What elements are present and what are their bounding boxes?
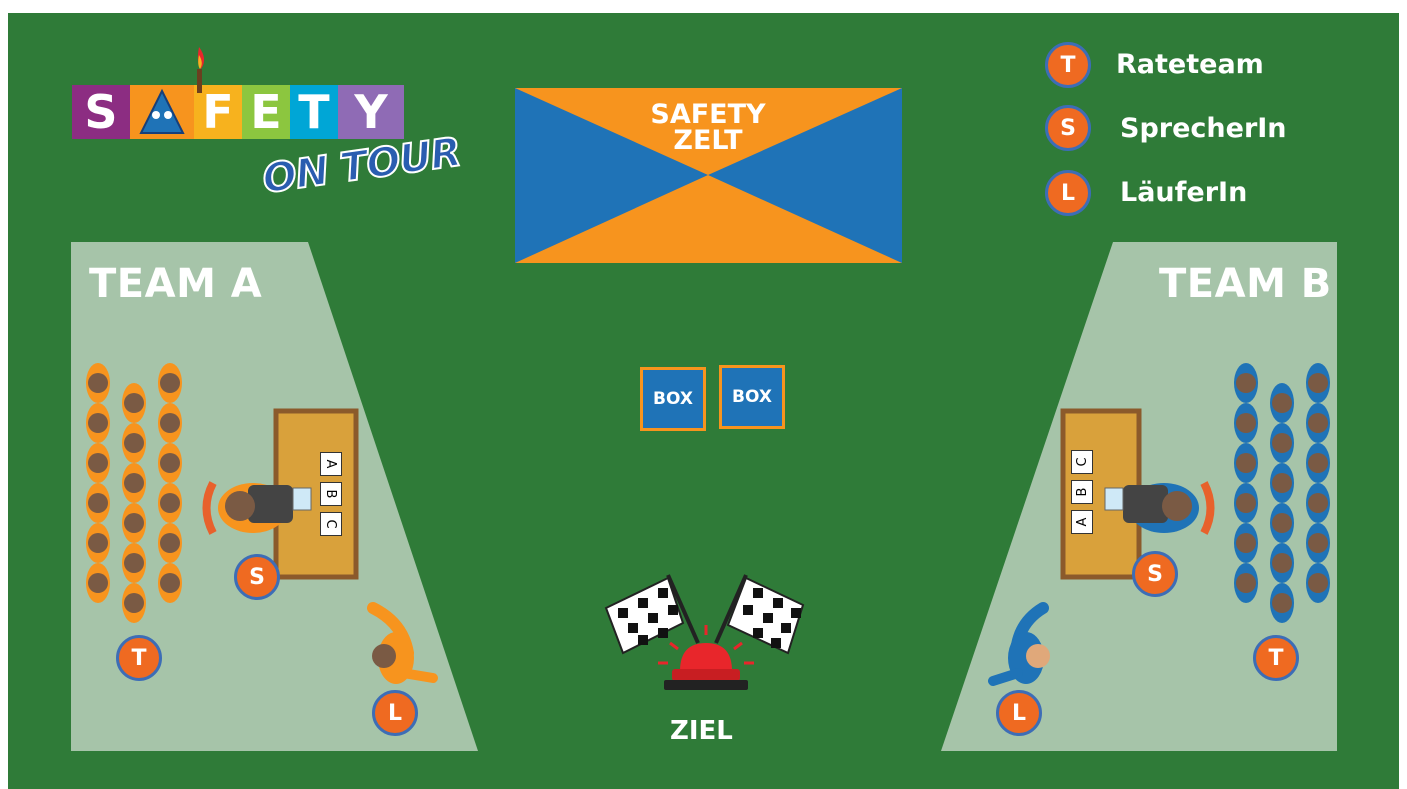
- logo-letter-s: S: [72, 85, 130, 139]
- guessing-team-member: [86, 483, 110, 523]
- team-b-card-a: A: [1071, 510, 1093, 534]
- guessing-team-member: [1234, 563, 1258, 603]
- guessing-team-member: [1306, 443, 1330, 483]
- guessing-team-member: [86, 523, 110, 563]
- team-a-runner-marker: L: [372, 690, 418, 736]
- finish-siren: [658, 625, 754, 690]
- team-a-card-c: C: [320, 512, 342, 536]
- tent-label-line1: SAFETY: [628, 101, 788, 128]
- guessing-team-member: [158, 443, 182, 483]
- guessing-team-member: [1234, 363, 1258, 403]
- legend-label-sprecherin: SprecherIn: [1120, 113, 1287, 144]
- guessing-team-member: [122, 503, 146, 543]
- team-b-title: TEAM B: [1159, 261, 1332, 307]
- logo-letter-t: T: [290, 85, 338, 139]
- guessing-team-member: [86, 403, 110, 443]
- finish-label: ZIEL: [670, 716, 733, 746]
- guessing-team-member: [86, 563, 110, 603]
- guessing-team-member: [1234, 443, 1258, 483]
- guessing-team-member: [1270, 543, 1294, 583]
- guessing-team-member: [1306, 403, 1330, 443]
- legend-s-marker: S: [1045, 105, 1091, 151]
- guessing-team-member: [158, 363, 182, 403]
- torch-icon: [184, 45, 214, 95]
- guessing-team-member: [158, 483, 182, 523]
- team-a-speaker-marker: S: [234, 554, 280, 600]
- guessing-team-member: [122, 463, 146, 503]
- team-b-runner-marker: L: [996, 690, 1042, 736]
- guessing-team-member: [1270, 423, 1294, 463]
- team-a-guessing-team-marker: T: [116, 635, 162, 681]
- team-b-card-c: C: [1071, 450, 1093, 474]
- team-b-guessing-team-marker: T: [1253, 635, 1299, 681]
- guessing-team-member: [122, 383, 146, 423]
- guessing-team-member: [1270, 583, 1294, 623]
- guessing-team-member: [122, 543, 146, 583]
- finish-flags: [606, 575, 803, 653]
- guessing-team-member: [122, 423, 146, 463]
- box-right: BOX: [719, 365, 785, 429]
- legend-t-marker: T: [1045, 42, 1091, 88]
- team-a-card-b: B: [320, 482, 342, 506]
- team-b-speaker-marker: S: [1132, 551, 1178, 597]
- team-a-title: TEAM A: [89, 261, 262, 307]
- guessing-team-member: [1270, 463, 1294, 503]
- logo-letter-e: E: [242, 85, 290, 139]
- playing-field: S A F E T Y ON TOUR SAFETY ZELT T Ratete…: [8, 13, 1399, 789]
- legend-label-rateteam: Rateteam: [1116, 49, 1264, 80]
- logo-letter-y: Y: [338, 85, 404, 139]
- guessing-team-member: [1234, 483, 1258, 523]
- guessing-team-member: [1270, 383, 1294, 423]
- guessing-team-member: [158, 403, 182, 443]
- box-left: BOX: [640, 367, 706, 431]
- guessing-team-member: [158, 523, 182, 563]
- guessing-team-member: [86, 443, 110, 483]
- guessing-team-member: [86, 363, 110, 403]
- guessing-team-member: [1306, 563, 1330, 603]
- guessing-team-member: [1306, 363, 1330, 403]
- guessing-team-member: [1306, 523, 1330, 563]
- legend-l-marker: L: [1045, 170, 1091, 216]
- guessing-team-member: [122, 583, 146, 623]
- tent-label-line2: ZELT: [628, 127, 788, 154]
- guessing-team-member: [1270, 503, 1294, 543]
- guessing-team-member: [1234, 523, 1258, 563]
- logo-subtitle: ON TOUR: [260, 129, 463, 202]
- team-a-card-a: A: [320, 452, 342, 476]
- team-b-card-b: B: [1071, 480, 1093, 504]
- team-b-guessing-team: [1234, 363, 1330, 623]
- team-a-guessing-team: [86, 363, 182, 623]
- guessing-team-member: [158, 563, 182, 603]
- guessing-team-member: [1306, 483, 1330, 523]
- legend-label-laeuferin: LäuferIn: [1120, 177, 1247, 208]
- guessing-team-member: [1234, 403, 1258, 443]
- safety-on-tour-logo: S A F E T Y ON TOUR: [72, 85, 472, 205]
